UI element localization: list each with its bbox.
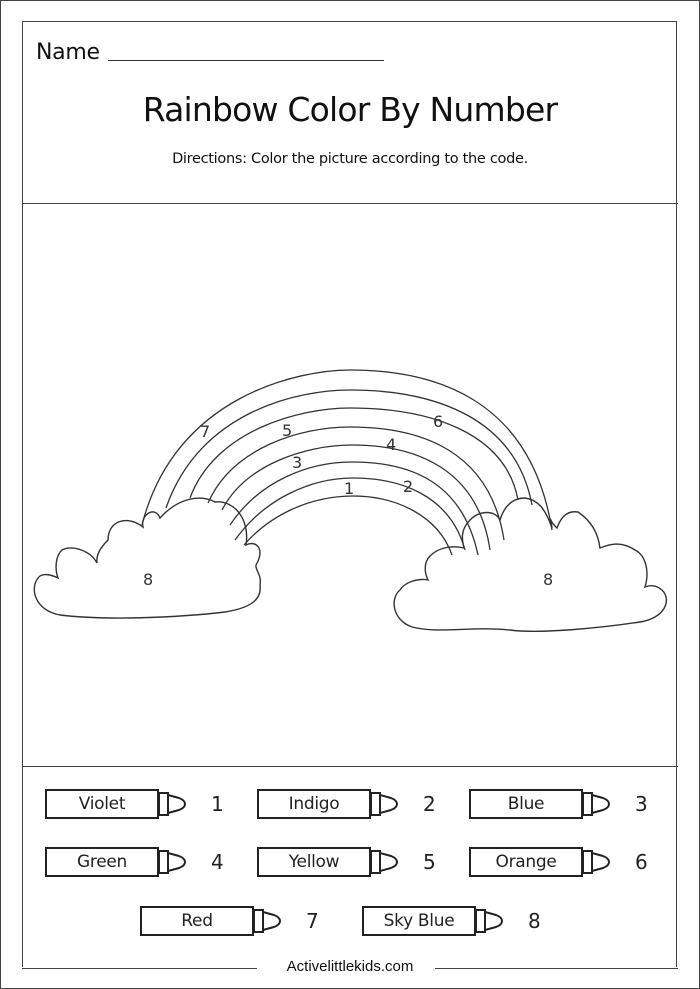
name-field[interactable]: Name bbox=[36, 40, 384, 65]
cloud-number-left: 8 bbox=[143, 570, 153, 589]
crayon-label: Indigo bbox=[257, 789, 371, 819]
crayon-tip-icon bbox=[254, 909, 281, 933]
arc-number-5: 5 bbox=[282, 421, 292, 440]
crayon-tip-icon bbox=[583, 850, 610, 874]
footer-line-right bbox=[435, 968, 678, 969]
crayon-key-indigo: Indigo 2 bbox=[257, 789, 436, 819]
crayon-tip-icon bbox=[583, 792, 610, 816]
cloud-number-right: 8 bbox=[543, 570, 553, 589]
crayon-tip-icon bbox=[159, 792, 186, 816]
footer-site: Activelittlekids.com bbox=[286, 958, 414, 975]
crayon-key-red: Red 7 bbox=[140, 906, 319, 936]
arc-number-3: 3 bbox=[292, 453, 302, 472]
key-divider bbox=[22, 766, 678, 767]
crayon-tip-icon bbox=[476, 909, 503, 933]
crayon-label: Red bbox=[140, 906, 254, 936]
name-line[interactable] bbox=[107, 60, 384, 61]
header-divider bbox=[22, 203, 678, 204]
crayon-number: 5 bbox=[423, 850, 436, 874]
right-cloud bbox=[393, 497, 667, 632]
crayon-number: 8 bbox=[528, 909, 541, 933]
crayon-number: 2 bbox=[423, 792, 436, 816]
left-cloud bbox=[33, 497, 262, 619]
crayon-label: Violet bbox=[45, 789, 159, 819]
page-title: Rainbow Color By Number bbox=[142, 90, 558, 129]
crayon-key-blue: Blue 3 bbox=[469, 789, 648, 819]
crayon-tip-icon bbox=[159, 850, 186, 874]
rainbow-arcs bbox=[141, 369, 553, 556]
crayon-key-orange: Orange 6 bbox=[469, 847, 648, 877]
crayon-key-green: Green 4 bbox=[45, 847, 224, 877]
crayon-key-violet: Violet 1 bbox=[45, 789, 224, 819]
crayon-number: 6 bbox=[635, 850, 648, 874]
crayon-key-sky-blue: Sky Blue 8 bbox=[362, 906, 541, 936]
worksheet-frame bbox=[22, 21, 677, 967]
crayon-label: Orange bbox=[469, 847, 583, 877]
arc-number-7: 7 bbox=[200, 422, 210, 441]
footer-line-left bbox=[22, 968, 257, 969]
name-label: Name bbox=[36, 40, 100, 65]
crayon-number: 1 bbox=[211, 792, 224, 816]
crayon-label: Sky Blue bbox=[362, 906, 476, 936]
arc-number-1: 1 bbox=[344, 479, 354, 498]
crayon-key-yellow: Yellow 5 bbox=[257, 847, 436, 877]
crayon-number: 7 bbox=[306, 909, 319, 933]
crayon-label: Green bbox=[45, 847, 159, 877]
arc-number-6: 6 bbox=[433, 412, 443, 431]
directions-text: Directions: Color the picture according … bbox=[172, 151, 528, 167]
crayon-number: 3 bbox=[635, 792, 648, 816]
crayon-tip-icon bbox=[371, 850, 398, 874]
crayon-label: Yellow bbox=[257, 847, 371, 877]
crayon-tip-icon bbox=[371, 792, 398, 816]
crayon-label: Blue bbox=[469, 789, 583, 819]
arc-number-2: 2 bbox=[403, 477, 413, 496]
crayon-number: 4 bbox=[211, 850, 224, 874]
arc-number-4: 4 bbox=[386, 435, 396, 454]
